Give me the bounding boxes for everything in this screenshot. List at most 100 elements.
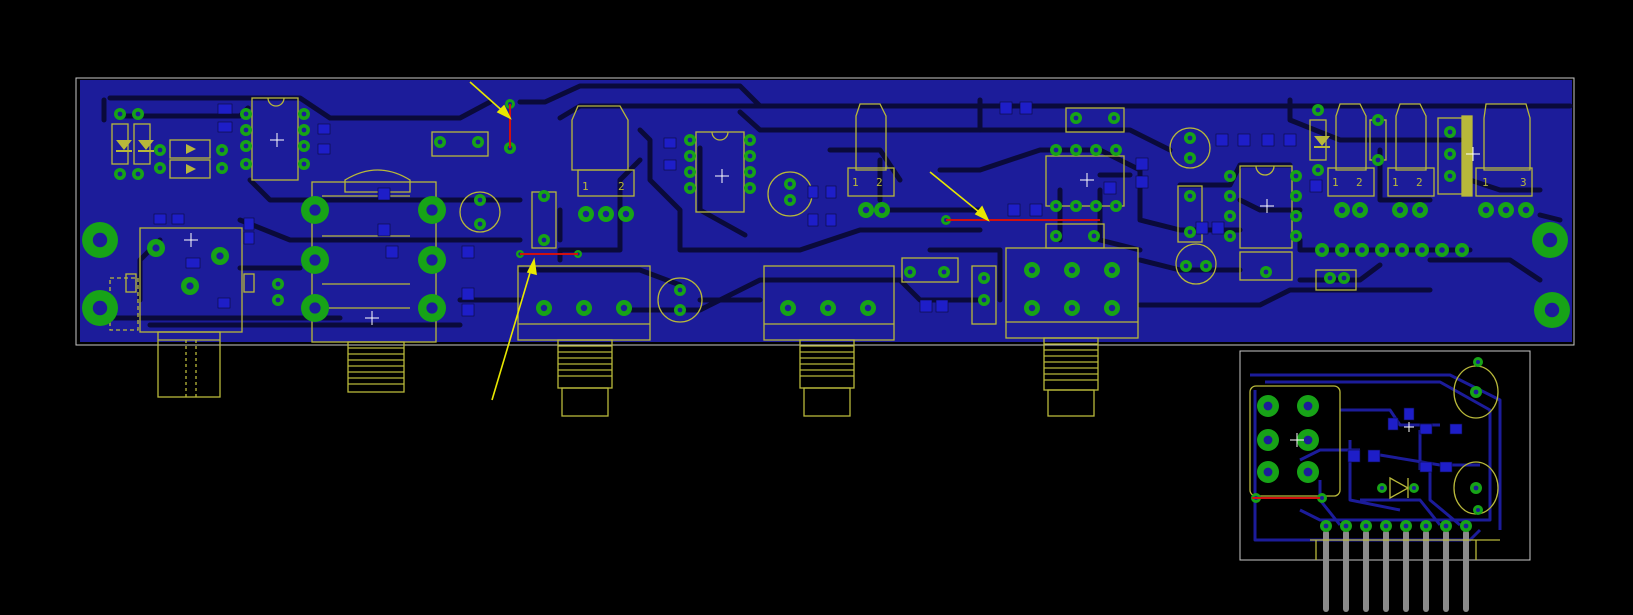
- th-pad-drill-125: [1544, 302, 1560, 318]
- th-pad-drill-46: [687, 153, 693, 159]
- annotation-arrows: [469, 81, 990, 401]
- th-pad-drill-85: [1187, 135, 1193, 141]
- th-pad-drill-30: [475, 139, 481, 145]
- th-pad-drill-31: [477, 197, 483, 203]
- th-pad-drill-15: [301, 161, 307, 167]
- th-pad-drill-111: [1447, 151, 1453, 157]
- th-pad-drill-140: [1363, 523, 1369, 529]
- th-pad-drill-110: [1447, 129, 1453, 135]
- th-pad-drill-9: [243, 127, 249, 133]
- th-pad-drill-62: [864, 304, 872, 312]
- th-pad-drill-41: [620, 304, 628, 312]
- th-pad-drill-112: [1447, 173, 1453, 179]
- th-pad-drill-50: [747, 153, 753, 159]
- th-pad-drill-2: [117, 171, 123, 177]
- th-pad-drill-4: [157, 147, 163, 153]
- th-pad-drill-1: [135, 111, 141, 117]
- th-pad-drill-114: [1502, 206, 1510, 214]
- th-pad-drill-124: [1542, 232, 1558, 248]
- th-pad-drill-61: [824, 304, 832, 312]
- th-pad-drill-133: [1320, 496, 1324, 500]
- th-pad-drill-126: [1263, 401, 1273, 411]
- pot2-pin2-label: 2: [876, 176, 883, 189]
- th-pad-drill-65: [981, 275, 987, 281]
- th-pad-drill-87: [1187, 193, 1193, 199]
- silk-label-group: 1 2 1 2 1 2 1 2 1 3: [582, 176, 1527, 193]
- th-pad-drill-108: [1396, 206, 1404, 214]
- th-pad-drill-107: [1356, 206, 1364, 214]
- th-pad-drill-8: [243, 111, 249, 117]
- th-pad-drill-143: [1423, 523, 1429, 529]
- th-pad-drill-144: [1443, 523, 1449, 529]
- th-pad-drill-20: [186, 282, 194, 290]
- th-pad-drill-106: [1338, 206, 1346, 214]
- th-pad-drill-24: [309, 254, 321, 266]
- th-pad-drill-138: [1323, 523, 1329, 529]
- pot4-pin2-label: 2: [1416, 176, 1423, 189]
- th-pad-drill-119: [1379, 247, 1385, 253]
- th-pad-drill-100: [1327, 275, 1333, 281]
- th-pad-drill-13: [301, 127, 307, 133]
- th-pad-drill-129: [1303, 435, 1313, 445]
- th-pad-drill-77: [1053, 233, 1059, 239]
- th-pad-drill-97: [1293, 213, 1299, 219]
- th-pad-drill-53: [787, 181, 793, 187]
- th-pad-drill-25: [309, 302, 321, 314]
- th-pad-drill-43: [602, 210, 610, 218]
- th-pad-drill-18: [152, 244, 160, 252]
- th-pad-drill-105: [1375, 157, 1381, 163]
- th-pad-drill-22: [275, 297, 281, 303]
- th-pad-drill-40: [580, 304, 588, 312]
- th-pad-drill-89: [1183, 263, 1189, 269]
- th-pad-drill-68: [1111, 115, 1117, 121]
- th-pad-drill-76: [1113, 203, 1119, 209]
- th-pad-drill-137: [1476, 508, 1480, 512]
- th-pad-drill-57: [862, 206, 870, 214]
- th-pad-drill-92: [1227, 193, 1233, 199]
- th-pad-drill-113: [1482, 206, 1490, 214]
- diode-symbols: [116, 136, 1330, 174]
- arrow-2: [929, 171, 985, 217]
- th-pad-drill-135: [1473, 485, 1479, 491]
- th-pad-drill-128: [1263, 435, 1273, 445]
- th-pad-drill-5: [219, 147, 225, 153]
- th-pad-drill-10: [243, 143, 249, 149]
- th-pad-drill-86: [1187, 155, 1193, 161]
- th-pad-drill-70: [1073, 147, 1079, 153]
- th-pad-drill-103: [1315, 167, 1321, 173]
- th-pad-drill-19: [216, 252, 224, 260]
- th-pad-drill-58: [878, 206, 886, 214]
- th-pad-drill-26: [426, 204, 438, 216]
- th-pad-drill-29: [437, 139, 443, 145]
- th-pad-drill-91: [1227, 173, 1233, 179]
- pot5-pin3-label: 3: [1520, 176, 1527, 189]
- th-pad-drill-55: [677, 287, 683, 293]
- th-pad-drill-74: [1073, 203, 1079, 209]
- pot2-pin1-label: 1: [852, 176, 859, 189]
- th-pad-drill-83: [1068, 304, 1076, 312]
- th-pad-drill-69: [1053, 147, 1059, 153]
- th-pad-drill-147: [1412, 486, 1416, 490]
- th-pad-drill-23: [309, 204, 321, 216]
- th-pad-drill-71: [1093, 147, 1099, 153]
- th-pad-drill-36: [541, 237, 547, 243]
- th-pad-drill-78: [1091, 233, 1097, 239]
- th-pad-drill-49: [747, 137, 753, 143]
- th-pad-drill-121: [1419, 247, 1425, 253]
- th-pad-drill-45: [687, 137, 693, 143]
- pot5-pin1-label: 1: [1482, 176, 1489, 189]
- th-pad-drill-66: [981, 297, 987, 303]
- main-board-outline: [75, 77, 1575, 346]
- th-pad-drill-96: [1293, 193, 1299, 199]
- th-pad-drill-123: [1459, 247, 1465, 253]
- arrow-1: [469, 81, 507, 115]
- th-pad-drill-73: [1053, 203, 1059, 209]
- th-pad-drill-28: [426, 302, 438, 314]
- airwires: [509, 104, 1320, 499]
- th-pad-drill-6: [157, 165, 163, 171]
- th-pad-drill-102: [1315, 107, 1321, 113]
- th-pad-drill-80: [1068, 266, 1076, 274]
- th-pad-drill-3: [135, 171, 141, 177]
- th-pad-drill-48: [687, 185, 693, 191]
